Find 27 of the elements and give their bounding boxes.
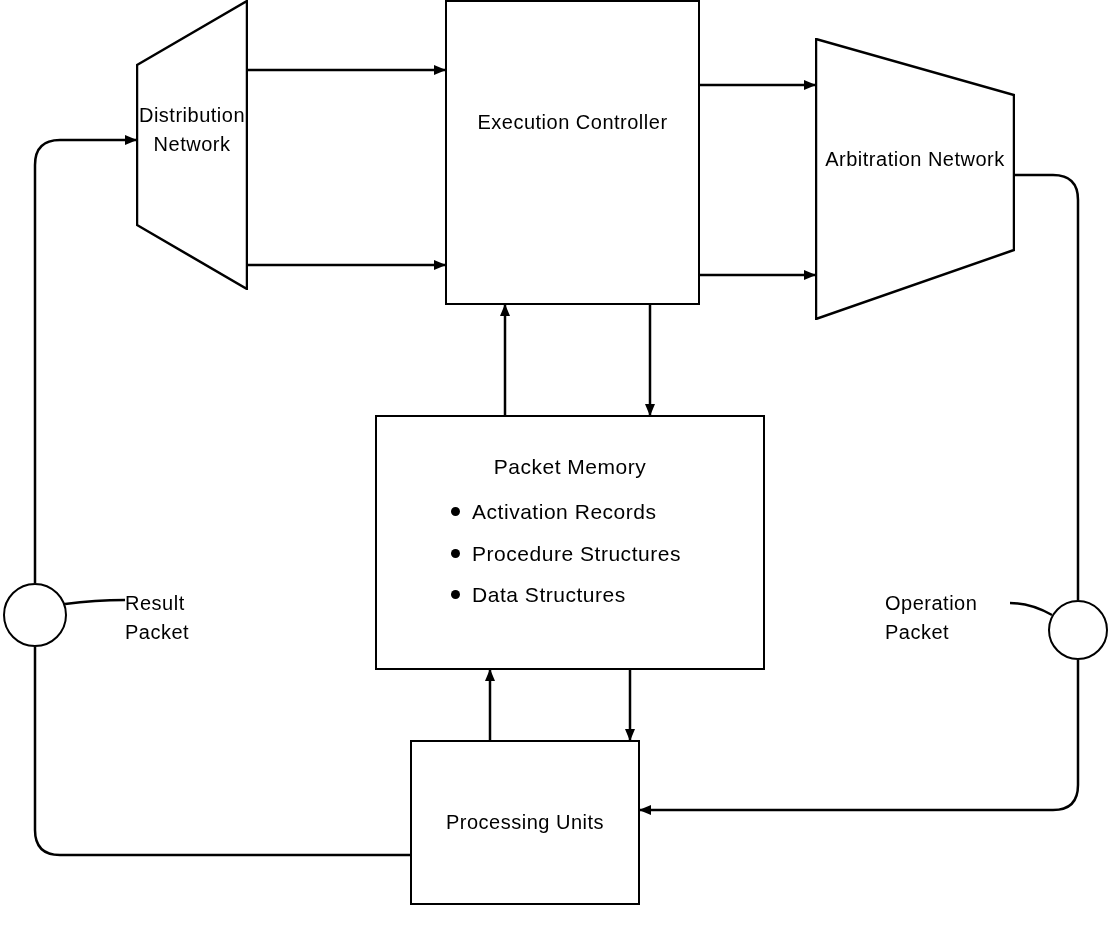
arrow bbox=[625, 670, 635, 741]
controller-box bbox=[445, 0, 700, 305]
arrow bbox=[645, 305, 655, 416]
box-label: Processing Units bbox=[444, 810, 606, 835]
list-item: Procedure Structures bbox=[472, 540, 681, 567]
arrow bbox=[500, 304, 510, 415]
arrow bbox=[700, 270, 816, 280]
caption-text: Operation Packet bbox=[885, 591, 979, 645]
arrow bbox=[248, 260, 446, 270]
arrow bbox=[639, 660, 1080, 815]
leader-line bbox=[64, 598, 125, 606]
leader-line bbox=[1009, 601, 1053, 617]
list-item: Data Structures bbox=[472, 582, 626, 608]
memory-box bbox=[375, 415, 765, 670]
arrow bbox=[248, 65, 446, 75]
box-title: Packet Memory bbox=[493, 453, 647, 480]
caption-text: Result Packet bbox=[125, 591, 191, 645]
processing-box bbox=[410, 740, 640, 905]
list-item: Activation Records bbox=[472, 499, 657, 525]
connector-line bbox=[33, 647, 410, 857]
arrow bbox=[485, 669, 495, 740]
box-label: Execution Controller bbox=[476, 110, 669, 135]
arrow bbox=[33, 135, 137, 583]
connector-line bbox=[1015, 173, 1080, 600]
box-label: Arbitration Network bbox=[824, 146, 1006, 172]
arrow bbox=[700, 80, 816, 90]
box-label: Distribution Network bbox=[138, 103, 247, 157]
